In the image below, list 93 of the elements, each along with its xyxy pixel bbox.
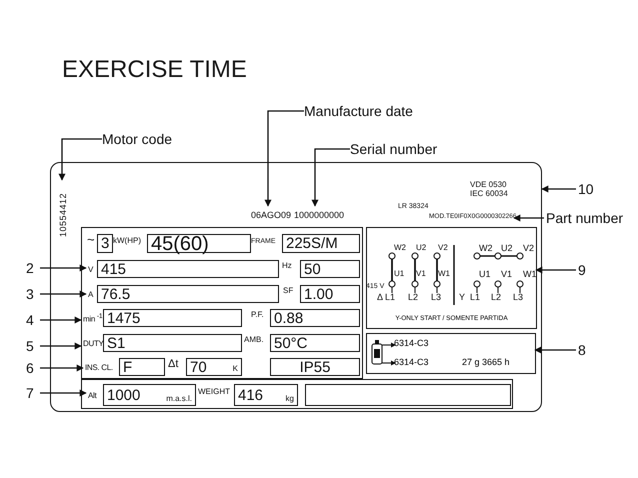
callout-arrow — [40, 342, 82, 350]
callout-arrow — [40, 290, 87, 298]
value-field — [186, 358, 242, 376]
callout-number: 5 — [26, 337, 38, 355]
callout-number: 2 — [26, 259, 38, 277]
terminal-label: V1 — [416, 270, 426, 278]
field-label: P.F. — [251, 311, 265, 319]
value-field: 225S/M — [282, 234, 360, 253]
callout-arrow — [535, 266, 576, 274]
value-field — [103, 384, 196, 406]
terminal-label: U2 — [416, 244, 426, 252]
unit-text: K — [232, 365, 238, 375]
value-text: 70 — [190, 360, 207, 374]
star-symbol: Y — [459, 293, 466, 302]
terminal-label: U2 — [501, 244, 513, 253]
terminal-label: W2 — [394, 244, 406, 252]
unit-text: m.a.s.l. — [166, 395, 192, 405]
callout-arrow — [40, 390, 87, 396]
terminal-label: W1 — [438, 270, 450, 278]
value-field: F — [119, 358, 165, 376]
callout-label: Part number — [546, 209, 636, 227]
value-field — [234, 384, 298, 406]
callout-number: 4 — [26, 311, 38, 329]
callout-number: 6 — [26, 359, 38, 377]
callout-arrow — [312, 148, 350, 207]
callout-number: 9 — [578, 261, 592, 279]
unit-text: kg — [286, 395, 294, 405]
field-label: WEIGHT — [198, 388, 231, 396]
field-label: Δt — [168, 359, 180, 370]
terminal-label: W2 — [479, 244, 492, 253]
callout-number: 7 — [26, 384, 38, 402]
field-label: AMB. — [244, 336, 265, 344]
terminal-label: L1 — [385, 293, 396, 302]
field-label: A — [88, 285, 96, 303]
terminal-label: L2 — [491, 293, 502, 302]
date-code-text: 06AGO09 — [251, 207, 291, 223]
terminal-label: W1 — [523, 270, 536, 279]
value-field: 45(60) — [147, 234, 251, 253]
empty-field — [305, 384, 511, 406]
delta-symbol: Δ — [377, 293, 384, 302]
terminal-label: L1 — [470, 293, 482, 302]
terminal-label: U1 — [479, 270, 491, 279]
value-field: 3 — [97, 234, 113, 253]
field-label: min $^{-1}$ — [83, 309, 102, 327]
motor-code-text: 10554412 — [57, 181, 70, 237]
field-label: V — [88, 260, 96, 278]
terminal-label: L2 — [408, 293, 420, 302]
page-title: EXERCISE TIME — [62, 56, 247, 84]
terminal-label: U1 — [394, 270, 404, 278]
terminal-label: L3 — [431, 293, 442, 302]
callout-arrow — [513, 214, 544, 222]
callout-label: Manufacture date — [304, 102, 416, 120]
callout-number: 3 — [26, 285, 38, 303]
value-field: S1 — [103, 334, 242, 352]
bearing-text: 6314-C3 — [394, 358, 429, 367]
value-field: 50°C — [270, 334, 360, 352]
field-label: SF — [283, 287, 294, 295]
terminal-label: V2 — [438, 244, 448, 252]
bottom-strip-panel — [81, 379, 513, 409]
terminal-label: L3 — [513, 293, 524, 302]
value-text: 416 — [238, 388, 264, 402]
value-field: 50 — [300, 260, 360, 278]
value-field: 0.88 — [270, 309, 360, 327]
field-label: Alt — [88, 385, 101, 405]
terminal-label: V2 — [523, 244, 535, 253]
callout-arrow — [40, 364, 84, 372]
field-label: INS. CL. — [85, 358, 118, 376]
callout-arrow — [534, 346, 576, 354]
callout-arrow — [40, 316, 82, 324]
value-text: 1000 — [107, 388, 140, 402]
ratings-panel — [81, 227, 363, 379]
callout-number: 10 — [578, 180, 596, 198]
callout-arrow — [40, 264, 87, 272]
field-label: DUTY — [83, 334, 103, 352]
value-field: 1475 — [103, 309, 242, 327]
value-field: 1.00 — [300, 285, 360, 303]
nameplate-border — [50, 162, 542, 412]
terminal-label: V1 — [501, 270, 513, 279]
callout-arrow — [58, 138, 102, 181]
phase-symbol: ~ — [87, 233, 95, 246]
callout-number: 8 — [578, 341, 592, 359]
bearing-panel — [366, 333, 536, 374]
field-label: Hz — [282, 262, 293, 270]
value-field: 76.5 — [97, 285, 279, 303]
value-field: 415 — [97, 260, 279, 278]
callout-arrow — [264, 110, 304, 207]
bearing-text: 6314-C3 — [394, 339, 429, 348]
serial-number-text: 1000000000 — [294, 207, 344, 223]
value-field: IP55 — [270, 358, 360, 376]
standards-text: VDE 0530 IEC 60034 — [470, 180, 509, 198]
bearing-text: 27 g 3665 h — [462, 358, 510, 367]
field-label: kW(HP) — [113, 237, 142, 245]
callout-arrow — [541, 186, 576, 192]
